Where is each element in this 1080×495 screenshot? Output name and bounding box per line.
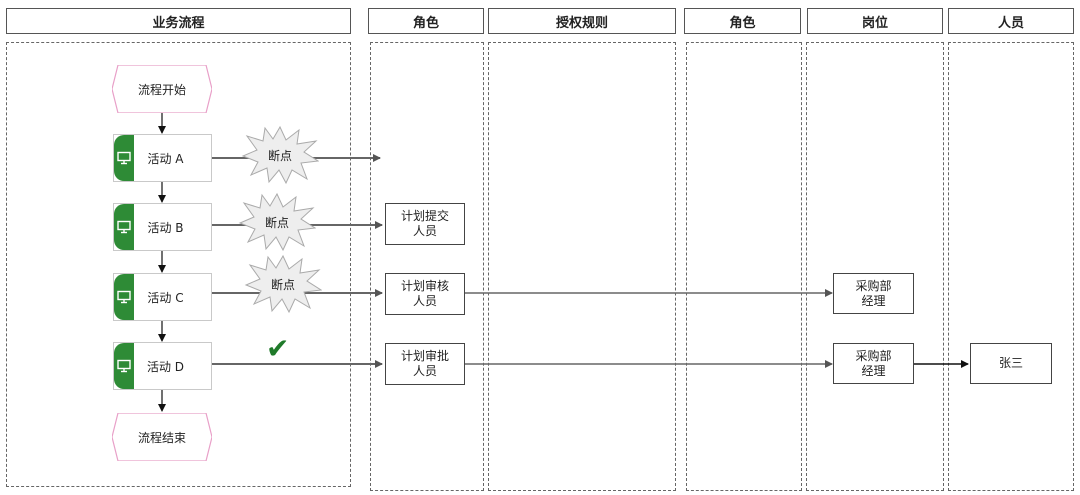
breakpoint-burst-a: 断点 [241, 125, 320, 185]
lane-auth-rules [488, 42, 676, 491]
activity-d-label: 活动 D [146, 359, 185, 374]
starburst-icon [238, 192, 317, 252]
activity-c-label: 活动 C [147, 290, 184, 305]
position-purchasing-manager-2[interactable]: 采购部 经理 [833, 343, 914, 384]
monitor-icon [114, 204, 134, 250]
starburst-icon [244, 254, 323, 314]
role-plan-approver[interactable]: 计划审批 人员 [385, 343, 465, 385]
activity-a-label: 活动 A [147, 151, 184, 166]
flow-start-node: 流程开始 [111, 64, 213, 114]
activity-c[interactable]: 活动 C [113, 273, 212, 321]
header-position: 岗位 [807, 8, 943, 34]
lane-personnel [948, 42, 1074, 491]
flow-end-label: 流程结束 [137, 430, 186, 445]
activity-a[interactable]: 活动 A [113, 134, 212, 182]
flow-start-label: 流程开始 [137, 82, 186, 97]
monitor-icon [114, 274, 134, 320]
breakpoint-label-a: 断点 [267, 148, 292, 163]
activity-d[interactable]: 活动 D [113, 342, 212, 390]
lane-role-left [370, 42, 484, 491]
header-personnel: 人员 [948, 8, 1074, 34]
activity-b-label: 活动 B [147, 220, 184, 235]
monitor-icon [114, 343, 134, 389]
header-business-flow: 业务流程 [6, 8, 351, 34]
checkmark-icon: ✔ [266, 332, 290, 365]
lane-position [806, 42, 944, 491]
breakpoint-label-b: 断点 [264, 215, 289, 230]
activity-b[interactable]: 活动 B [113, 203, 212, 251]
header-role-left: 角色 [368, 8, 484, 34]
position-purchasing-manager-1[interactable]: 采购部 经理 [833, 273, 914, 314]
flow-end-node: 流程结束 [111, 412, 213, 462]
monitor-icon [114, 135, 134, 181]
lane-role-right [686, 42, 802, 491]
header-role-right: 角色 [684, 8, 801, 34]
breakpoint-burst-b: 断点 [238, 192, 317, 252]
header-auth-rules: 授权规则 [488, 8, 676, 34]
role-plan-submitter[interactable]: 计划提交 人员 [385, 203, 465, 245]
person-box[interactable]: 张三 [970, 343, 1052, 384]
breakpoint-label-c: 断点 [270, 277, 295, 292]
role-plan-reviewer[interactable]: 计划审核 人员 [385, 273, 465, 315]
breakpoint-burst-c: 断点 [244, 254, 323, 314]
lane-business-flow [6, 42, 351, 487]
starburst-icon [241, 125, 320, 185]
